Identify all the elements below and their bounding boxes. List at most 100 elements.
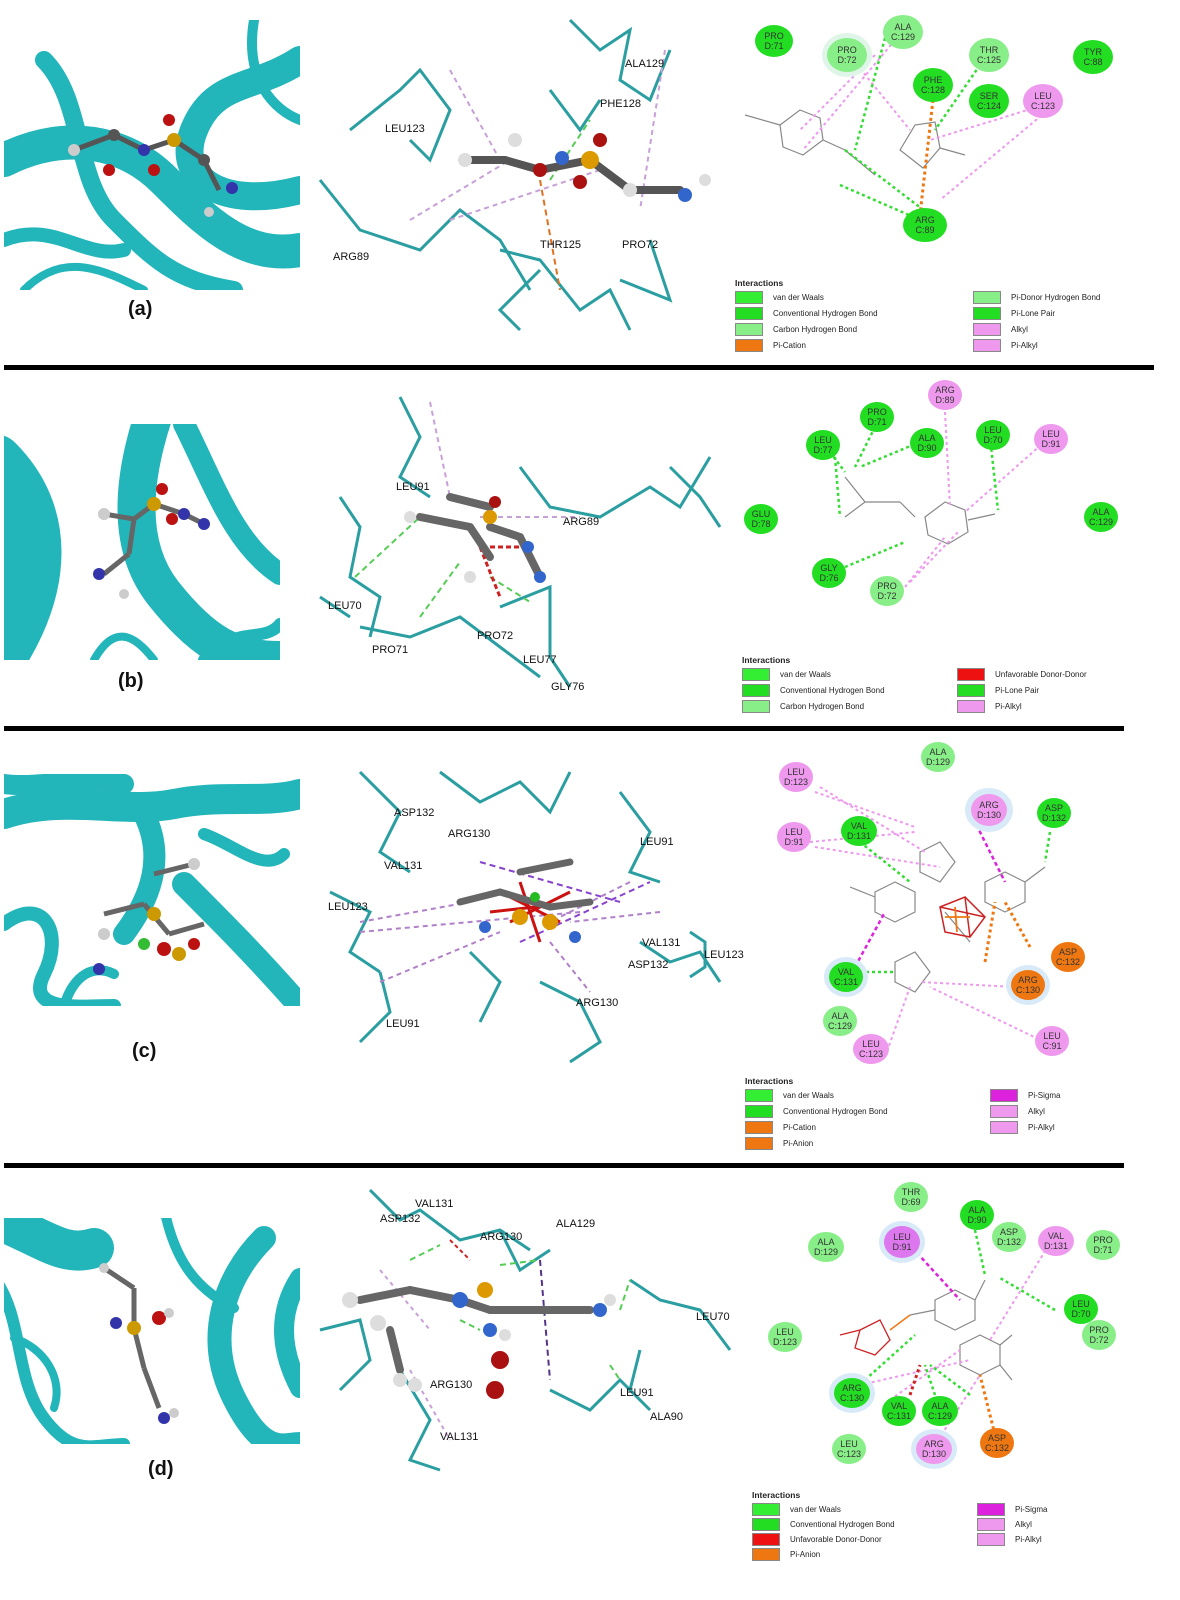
residue-label: LEU77 bbox=[523, 654, 557, 666]
residue-node: LEU D:91 bbox=[1034, 424, 1068, 454]
legend-label: Alkyl bbox=[1028, 1107, 1045, 1116]
residue-label: LEU91 bbox=[640, 836, 674, 848]
legend-swatch bbox=[745, 1137, 773, 1150]
legend-item: Pi-Cation bbox=[735, 339, 973, 352]
binding-site-view-b: LEU91 ARG89 LEU70 PRO71 PRO72 LEU77 GLY7… bbox=[300, 377, 740, 707]
residue-node: TYR C:88 bbox=[1073, 40, 1113, 74]
legend-title: Interactions bbox=[752, 1490, 801, 1500]
binding-site-view-a: LEU123 ALA129 PHE128 ARG89 THR125 PRO72 bbox=[300, 10, 720, 355]
residue-label: ARG130 bbox=[448, 828, 490, 840]
legend-swatch bbox=[957, 700, 985, 713]
legend-d: Interactions van der Waals Pi-Sigma Conv… bbox=[752, 1490, 1127, 1561]
legend-swatch bbox=[957, 668, 985, 681]
legend-item: Pi-Donor Hydrogen Bond bbox=[973, 291, 1173, 304]
residue-node: ASP C:132 bbox=[980, 1428, 1014, 1458]
legend-swatch bbox=[742, 668, 770, 681]
residue-node: LEU D:91 bbox=[777, 822, 811, 852]
residue-node: VAL D:131 bbox=[1038, 1226, 1074, 1256]
residue-node: ARG D:130 bbox=[971, 794, 1007, 826]
panel-b: (b) bbox=[0, 372, 1180, 727]
legend-swatch bbox=[735, 291, 763, 304]
legend-label: Pi-Cation bbox=[773, 341, 806, 350]
residue-node: LEU D:123 bbox=[768, 1322, 802, 1352]
residue-label: PRO72 bbox=[622, 239, 658, 251]
legend-swatch bbox=[735, 323, 763, 336]
legend-swatch bbox=[977, 1533, 1005, 1546]
legend-label: Unfavorable Donor-Donor bbox=[790, 1535, 882, 1544]
legend-item: Carbon Hydrogen Bond bbox=[735, 323, 973, 336]
legend-label: Pi-Alkyl bbox=[1015, 1535, 1042, 1544]
legend-swatch bbox=[973, 307, 1001, 320]
legend-swatch bbox=[735, 339, 763, 352]
legend-swatch bbox=[977, 1503, 1005, 1516]
residue-label: ALA90 bbox=[650, 1411, 683, 1423]
legend-item: van der Waals bbox=[745, 1089, 990, 1102]
legend-swatch bbox=[973, 291, 1001, 304]
residue-node: LEU C:123 bbox=[832, 1434, 866, 1464]
residue-label: GLY76 bbox=[551, 681, 584, 693]
residue-node: LEU D:91 bbox=[884, 1226, 920, 1258]
legend-label: Pi-Alkyl bbox=[1011, 341, 1038, 350]
ribbon-view-b bbox=[4, 424, 280, 660]
legend-label: van der Waals bbox=[790, 1505, 841, 1514]
legend-item: Conventional Hydrogen Bond bbox=[752, 1518, 977, 1531]
legend-label: Pi-Cation bbox=[783, 1123, 816, 1132]
legend-label: Conventional Hydrogen Bond bbox=[773, 309, 878, 318]
residue-node: GLY D:76 bbox=[812, 558, 846, 588]
residue-node: THR D:69 bbox=[894, 1182, 928, 1212]
legend-label: Carbon Hydrogen Bond bbox=[773, 325, 858, 334]
legend-item: Conventional Hydrogen Bond bbox=[745, 1105, 990, 1118]
residue-label: LEU91 bbox=[386, 1018, 420, 1030]
legend-swatch bbox=[973, 323, 1001, 336]
legend-item: Pi-Alkyl bbox=[957, 700, 1157, 713]
legend-item: Pi-Cation bbox=[745, 1121, 990, 1134]
legend-item: Alkyl bbox=[990, 1105, 1140, 1118]
residue-label: LEU91 bbox=[396, 481, 430, 493]
legend-swatch bbox=[742, 700, 770, 713]
panel-d: (d) bbox=[0, 1170, 1180, 1600]
residue-node: LEU C:91 bbox=[1035, 1026, 1069, 1056]
residue-node: ALA D:90 bbox=[960, 1200, 994, 1230]
legend-label: Pi-Anion bbox=[790, 1550, 821, 1559]
legend-item: Pi-Lone Pair bbox=[973, 307, 1173, 320]
legend-item: Pi-Sigma bbox=[977, 1503, 1127, 1516]
legend-item: Pi-Alkyl bbox=[990, 1121, 1140, 1134]
residue-label: ARG130 bbox=[480, 1231, 522, 1243]
residue-label: ASP132 bbox=[394, 807, 434, 819]
residue-node: ARG D:130 bbox=[916, 1434, 952, 1464]
legend-swatch bbox=[990, 1121, 1018, 1134]
residue-label: VAL131 bbox=[642, 937, 680, 949]
legend-item: Pi-Sigma bbox=[990, 1089, 1140, 1102]
legend-item: Unfavorable Donor-Donor bbox=[752, 1533, 977, 1546]
legend-item: Alkyl bbox=[973, 323, 1173, 336]
legend-label: Pi-Alkyl bbox=[1028, 1123, 1055, 1132]
legend-item: van der Waals bbox=[735, 291, 973, 304]
legend-swatch bbox=[990, 1089, 1018, 1102]
legend-item: Conventional Hydrogen Bond bbox=[735, 307, 973, 320]
residue-label: THR125 bbox=[540, 239, 581, 251]
legend-swatch bbox=[745, 1105, 773, 1118]
legend-item: van der Waals bbox=[752, 1503, 977, 1516]
legend-item: Alkyl bbox=[977, 1518, 1127, 1531]
residue-label: ALA129 bbox=[556, 1218, 595, 1230]
residue-node: ALA C:129 bbox=[823, 1006, 857, 1036]
residue-label: PRO72 bbox=[477, 630, 513, 642]
legend-label: Alkyl bbox=[1011, 325, 1028, 334]
residue-node: PRO D:72 bbox=[1082, 1320, 1116, 1350]
residue-node: ALA D:129 bbox=[808, 1232, 844, 1262]
residue-node: ALA C:129 bbox=[883, 15, 923, 49]
legend-swatch bbox=[752, 1548, 780, 1561]
legend-swatch bbox=[977, 1518, 1005, 1531]
residue-node: ARG C:89 bbox=[903, 208, 947, 242]
interaction-map-b: ARG D:89 PRO D:71 LEU D:77 ALA D:90 LEU … bbox=[740, 372, 1160, 612]
legend-item: Carbon Hydrogen Bond bbox=[742, 700, 957, 713]
residue-label: ARG89 bbox=[333, 251, 369, 263]
residue-node: SER C:124 bbox=[969, 84, 1009, 118]
residue-node: ALA D:90 bbox=[910, 428, 944, 458]
legend-label: Pi-Lone Pair bbox=[995, 686, 1040, 695]
residue-node: PRO D:71 bbox=[1086, 1230, 1120, 1260]
legend-label: Carbon Hydrogen Bond bbox=[780, 702, 865, 711]
residue-node: ARG C:130 bbox=[834, 1378, 870, 1408]
residue-node: ARG C:130 bbox=[1011, 970, 1045, 1000]
residue-node: ARG D:89 bbox=[928, 380, 962, 410]
